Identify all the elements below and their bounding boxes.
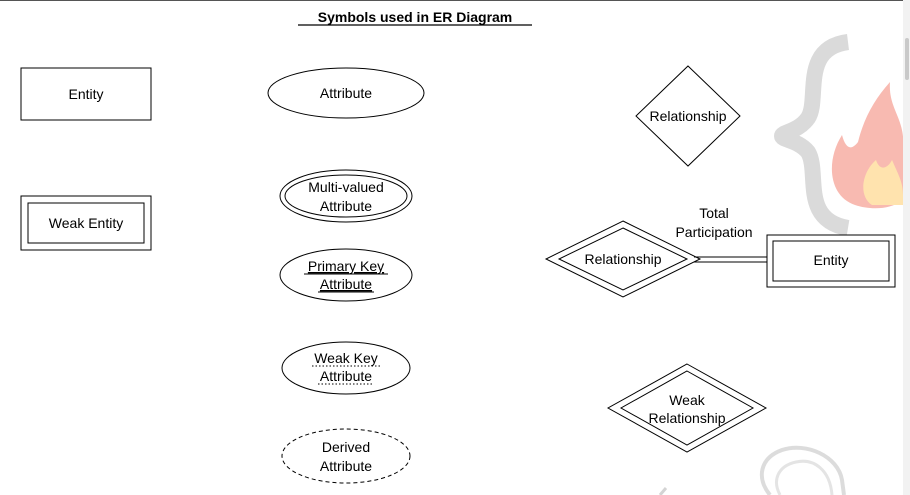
scrollbar[interactable]: [903, 0, 910, 495]
weak-relationship-line2: Relationship: [648, 410, 725, 426]
attribute-label: Attribute: [320, 85, 372, 101]
derived-attribute-line1: Derived: [322, 439, 370, 455]
watermark-brace: [773, 34, 850, 236]
weak-relationship-inner: [619, 370, 755, 446]
diagram-title: Symbols used in ER Diagram: [318, 9, 513, 25]
multivalued-attribute-inner: [284, 174, 408, 218]
top-border: [0, 0, 910, 1]
weak-key-attribute-shape: [281, 341, 411, 395]
watermark-ring: [760, 445, 846, 495]
attribute-shape: [267, 67, 425, 119]
relationship-shape: [635, 65, 741, 167]
entity-shape: [20, 67, 152, 121]
total-participation-line2: Participation: [675, 224, 752, 240]
relationship-label: Relationship: [649, 108, 726, 124]
multivalued-attribute-line2: Attribute: [320, 198, 372, 214]
primary-key-attribute-line1: Primary Key: [308, 258, 384, 274]
multivalued-attribute-line1: Multi-valued: [308, 179, 383, 195]
participating-entity-label: Entity: [813, 252, 848, 268]
derived-attribute-line2: Attribute: [320, 458, 372, 474]
entity-label: Entity: [68, 86, 103, 102]
scrollbar-thumb[interactable]: [905, 38, 909, 80]
weak-relationship-line1: Weak: [669, 392, 706, 408]
watermark-ring-inner: [775, 459, 834, 495]
primary-key-attribute-shape: [279, 248, 413, 302]
primary-key-attribute-line2: Attribute: [320, 276, 372, 292]
weak-key-attribute-line1: Weak Key: [314, 350, 378, 366]
weak-key-attribute-line2: Attribute: [320, 368, 372, 384]
total-participation-line1: Total: [699, 205, 729, 221]
participating-entity-inner: [772, 240, 890, 282]
identifying-relationship-inner: [557, 227, 689, 291]
watermark-logo: [658, 34, 903, 495]
watermark-flame-inner: [863, 160, 903, 205]
identifying-relationship-label: Relationship: [584, 251, 661, 267]
weak-entity-inner: [27, 202, 145, 244]
watermark-mark: [658, 487, 668, 495]
weak-entity-label: Weak Entity: [49, 215, 123, 231]
derived-attribute-shape: [281, 428, 411, 484]
